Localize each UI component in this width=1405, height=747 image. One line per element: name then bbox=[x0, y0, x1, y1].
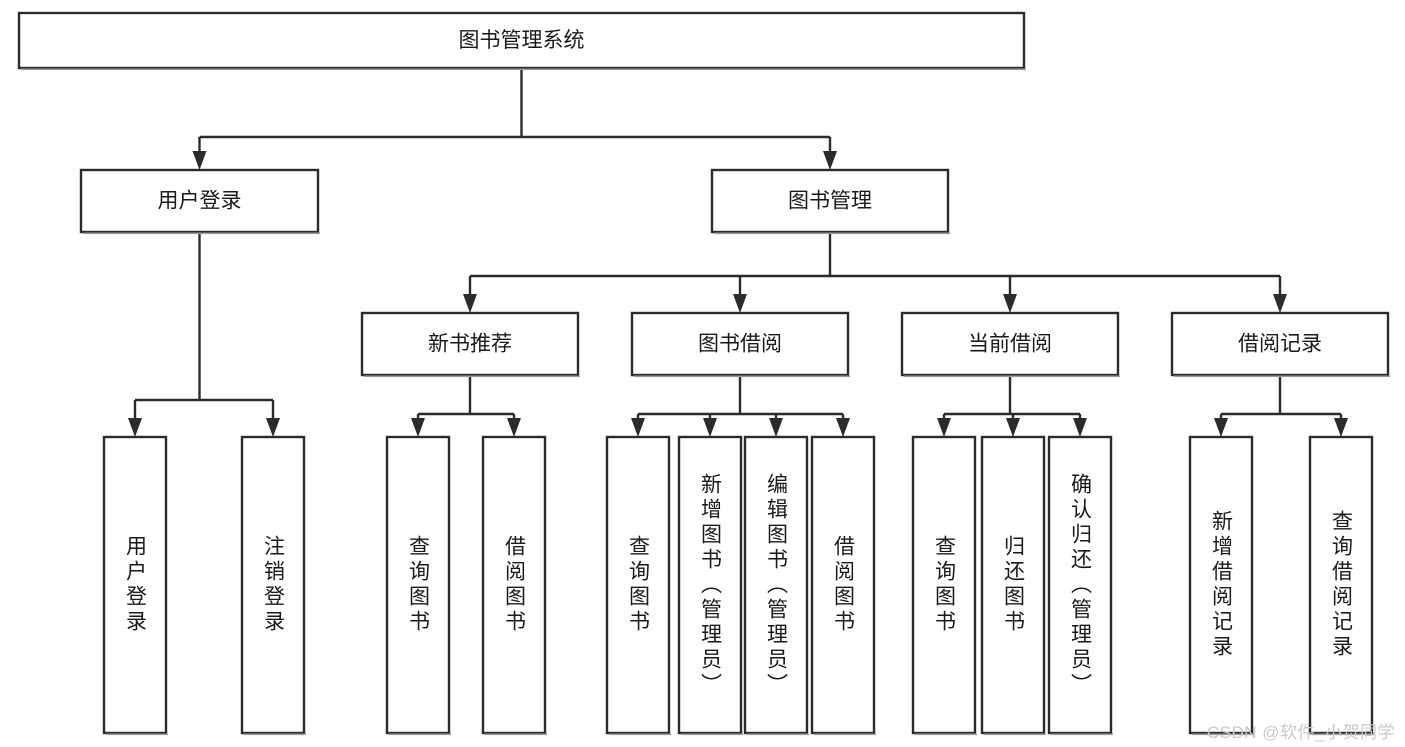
node-level3-3[interactable] bbox=[1170, 311, 1390, 378]
node-level3-0-rect[interactable] bbox=[360, 311, 580, 377]
arrow-l3-leaf-2-2 bbox=[1073, 418, 1087, 437]
arrow-l3-leaf-3-0 bbox=[1214, 418, 1228, 437]
arrow-book-child-2 bbox=[1003, 294, 1017, 313]
node-leaf-9-shadow bbox=[984, 733, 1046, 736]
node-leaf-7[interactable] bbox=[810, 435, 876, 736]
node-leaf-1-rect[interactable] bbox=[240, 435, 306, 735]
arrow-user-leaf-1 bbox=[266, 418, 280, 437]
arrow-l3-leaf-1-0 bbox=[631, 418, 645, 437]
node-level3-2[interactable] bbox=[900, 311, 1120, 378]
node-root[interactable] bbox=[17, 11, 1026, 71]
node-level3-3-shadow bbox=[1174, 375, 1390, 378]
node-leaf-9-rect[interactable] bbox=[980, 435, 1046, 735]
node-level3-1-rect[interactable] bbox=[630, 311, 850, 377]
node-leaf-8[interactable] bbox=[911, 435, 977, 736]
node-level3-2-shadow bbox=[904, 375, 1120, 378]
node-leaf-5[interactable] bbox=[677, 435, 743, 736]
node-level2-1-rect[interactable] bbox=[710, 168, 950, 234]
node-leaf-2-rect[interactable] bbox=[385, 435, 451, 735]
node-leaf-3-rect[interactable] bbox=[481, 435, 547, 735]
node-root-label: 图书管理系统 bbox=[459, 29, 585, 52]
node-leaf-5-shadow bbox=[681, 733, 743, 736]
arrow-root-child-1 bbox=[823, 151, 837, 170]
node-root-rect[interactable] bbox=[17, 11, 1026, 70]
node-leaf-10[interactable] bbox=[1047, 435, 1113, 736]
node-leaf-12-shadow bbox=[1312, 733, 1374, 736]
arrow-l3-leaf-2-0 bbox=[937, 418, 951, 437]
watermark-text: CSDN @软件_小贺同学 bbox=[1206, 723, 1395, 742]
node-level2-0-shadow bbox=[83, 232, 320, 235]
node-level3-label-1: 图书借阅 bbox=[698, 333, 782, 356]
node-leaf-10-shadow bbox=[1051, 733, 1113, 736]
node-level3-label-3: 借阅记录 bbox=[1238, 333, 1322, 356]
arrow-root-child-0 bbox=[192, 151, 207, 170]
arrow-l3-leaf-3-1 bbox=[1334, 418, 1348, 437]
node-level3-0-shadow bbox=[364, 375, 580, 378]
node-leaf-2[interactable] bbox=[385, 435, 451, 736]
node-leaf-0[interactable] bbox=[102, 435, 168, 736]
node-leaf-10-rect[interactable] bbox=[1047, 435, 1113, 735]
node-leaf-7-shadow bbox=[814, 733, 876, 736]
arrow-l3-leaf-1-3 bbox=[836, 418, 850, 437]
node-leaf-1[interactable] bbox=[240, 435, 306, 736]
node-level2-1[interactable] bbox=[710, 168, 950, 235]
node-level3-2-rect[interactable] bbox=[900, 311, 1120, 377]
node-level3-3-rect[interactable] bbox=[1170, 311, 1390, 377]
arrow-l3-leaf-0-1 bbox=[507, 418, 521, 437]
arrow-l3-leaf-2-1 bbox=[1006, 418, 1020, 437]
node-leaf-3-shadow bbox=[485, 733, 547, 736]
node-leaf-11-shadow bbox=[1192, 733, 1254, 736]
node-leaf-11-rect[interactable] bbox=[1188, 435, 1254, 735]
node-leaf-4-rect[interactable] bbox=[605, 435, 671, 735]
node-leaf-4[interactable] bbox=[605, 435, 671, 736]
node-leaf-6[interactable] bbox=[743, 435, 809, 736]
edges-layer bbox=[128, 68, 1348, 437]
arrow-book-child-3 bbox=[1273, 294, 1287, 313]
arrow-book-child-1 bbox=[733, 294, 747, 313]
node-root-shadow bbox=[21, 68, 1026, 71]
node-level3-1-shadow bbox=[634, 375, 850, 378]
arrow-l3-leaf-0-0 bbox=[411, 418, 425, 437]
node-leaf-7-rect[interactable] bbox=[810, 435, 876, 735]
node-level3-label-2: 当前借阅 bbox=[968, 333, 1052, 356]
node-level2-label-1: 图书管理 bbox=[788, 190, 872, 213]
node-leaf-3[interactable] bbox=[481, 435, 547, 736]
node-leaf-5-rect[interactable] bbox=[677, 435, 743, 735]
arrow-l3-leaf-1-2 bbox=[769, 418, 783, 437]
node-level2-1-shadow bbox=[714, 232, 950, 235]
node-leaf-8-rect[interactable] bbox=[911, 435, 977, 735]
node-leaf-12[interactable] bbox=[1308, 435, 1374, 736]
node-leaf-9[interactable] bbox=[980, 435, 1046, 736]
node-level3-1[interactable] bbox=[630, 311, 850, 378]
node-leaf-0-shadow bbox=[106, 733, 168, 736]
node-leaf-4-shadow bbox=[609, 733, 671, 736]
arrow-user-leaf-0 bbox=[128, 418, 142, 437]
node-level2-0[interactable] bbox=[79, 168, 320, 235]
node-leaf-6-rect[interactable] bbox=[743, 435, 809, 735]
node-leaf-12-rect[interactable] bbox=[1308, 435, 1374, 735]
node-leaf-6-shadow bbox=[747, 733, 809, 736]
node-level3-label-0: 新书推荐 bbox=[428, 333, 512, 356]
node-leaf-8-shadow bbox=[915, 733, 977, 736]
node-leaf-0-rect[interactable] bbox=[102, 435, 168, 735]
node-level2-0-rect[interactable] bbox=[79, 168, 320, 234]
node-leaf-2-shadow bbox=[389, 733, 451, 736]
node-leaf-1-shadow bbox=[244, 733, 306, 736]
arrow-book-child-0 bbox=[463, 294, 477, 313]
arrow-l3-leaf-1-1 bbox=[703, 418, 717, 437]
node-leaf-11[interactable] bbox=[1188, 435, 1254, 736]
node-level2-label-0: 用户登录 bbox=[158, 190, 242, 213]
node-level3-0[interactable] bbox=[360, 311, 580, 378]
